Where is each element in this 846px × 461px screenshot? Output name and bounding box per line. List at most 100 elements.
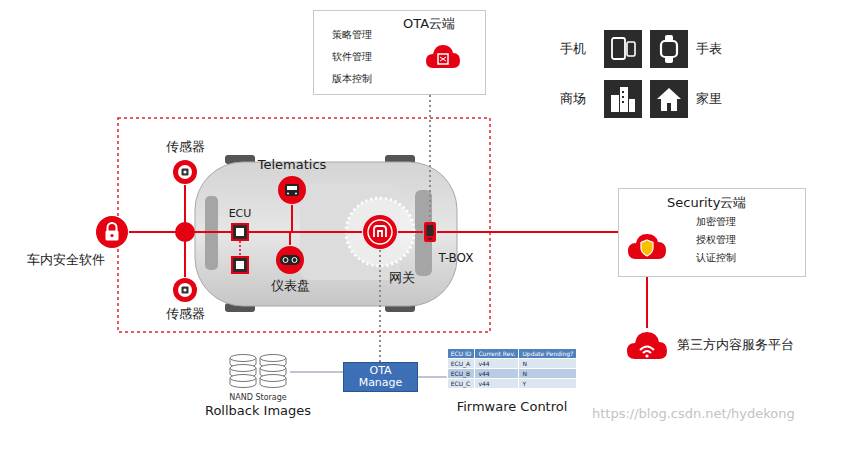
graphic-part — [230, 355, 256, 362]
list-item: 策略管理 — [332, 24, 372, 46]
graphic-part — [627, 332, 667, 359]
graphic-part — [438, 54, 448, 64]
graphic-part — [374, 226, 386, 237]
icon — [627, 231, 667, 261]
graphic-part — [178, 283, 192, 297]
node-label: Rollback Images — [205, 403, 311, 419]
graphic-part — [604, 30, 642, 68]
header-cell: ECU ID — [447, 348, 475, 358]
node-label: Telematics — [258, 157, 327, 173]
node-label: ECU — [229, 207, 252, 220]
table-header-row: ECU IDCurrent Rev.Update Pending? — [447, 348, 577, 358]
place-tile: 家里 — [650, 80, 722, 118]
icon — [277, 175, 307, 205]
panel-body: 加密管理授权管理认证控制 — [619, 213, 795, 267]
place-tile: 商场 — [560, 80, 642, 118]
security-software-node: 车内安全软件 — [27, 215, 129, 268]
ecu-node: ECU — [229, 207, 252, 241]
icon — [423, 221, 437, 243]
graphic-part — [108, 223, 117, 231]
graphic-part — [641, 240, 653, 256]
icon — [226, 352, 290, 392]
graphic-part — [628, 234, 666, 259]
table-text: ECU_B — [451, 370, 471, 377]
graphic-part — [276, 246, 304, 274]
header-cell: Update Pending? — [519, 348, 577, 358]
table-text: N — [522, 370, 527, 377]
list-item: 加密管理 — [696, 213, 736, 231]
graphic-part — [640, 347, 654, 354]
table-text: ECU_C — [451, 380, 471, 387]
firmware-table: ECU IDCurrent Rev.Update Pending? ECU_A v4… — [447, 348, 578, 389]
box-label: OTA Manage — [353, 365, 409, 389]
node-label: 网关 — [389, 270, 415, 286]
device-tile: 手机 — [560, 30, 642, 68]
table-text: v44 — [478, 360, 489, 367]
table-cell: v44 — [475, 358, 519, 368]
graphic-part — [260, 375, 286, 382]
icon — [604, 80, 642, 118]
graphic-part — [440, 57, 446, 61]
table-text: v44 — [478, 380, 489, 387]
graphic-part — [657, 88, 681, 99]
graphic-part — [173, 160, 197, 184]
connector — [418, 377, 447, 378]
connector — [290, 372, 343, 373]
node-label: 传感器 — [166, 306, 205, 322]
list-item: 认证控制 — [696, 249, 736, 267]
icon — [95, 215, 129, 249]
icon — [650, 30, 688, 68]
table-text: Update Pending? — [522, 350, 573, 357]
item-list: 加密管理授权管理认证控制 — [696, 213, 736, 267]
node-label: T-BOX — [438, 251, 473, 265]
graphic-part — [650, 80, 688, 118]
graphic-part — [183, 288, 186, 291]
graphic-part — [106, 231, 119, 241]
table-text: Y — [522, 380, 526, 387]
graphic-part — [292, 258, 297, 263]
device-tile: 手表 — [650, 30, 722, 68]
node-label: 第三方内容服务平台 — [677, 337, 794, 353]
table-cell: ECU_A — [447, 358, 475, 368]
graphic-part — [424, 222, 436, 242]
table-text: ECU_A — [451, 360, 470, 367]
connector — [249, 231, 362, 233]
icon — [604, 30, 642, 68]
gateway-node: 网关 — [362, 214, 398, 286]
graphic-part — [650, 30, 688, 68]
graphic-part — [230, 375, 256, 382]
cloud-panel: Security云端加密管理授权管理认证控制 — [618, 188, 806, 277]
graphic-part — [183, 170, 186, 173]
table-cell: N — [519, 358, 577, 368]
telematics-node: Telematics — [258, 157, 327, 205]
table-text: N — [522, 360, 527, 367]
graphic-part — [285, 184, 299, 196]
table-cell: v44 — [475, 378, 519, 388]
graphic-part — [427, 225, 434, 236]
connector — [185, 185, 231, 232]
node-label: 手机 — [560, 41, 586, 57]
node-label: NAND Storage — [229, 393, 286, 403]
list-item: 授权管理 — [696, 231, 736, 249]
item-list: 策略管理软件管理版本控制 — [314, 11, 372, 94]
table-cell: ECU_B — [447, 368, 475, 378]
car-body — [195, 162, 457, 306]
table-cell: v44 — [475, 368, 519, 378]
sensor-node: 传感器 — [166, 139, 205, 185]
graphic-part — [612, 38, 625, 59]
sensor-node: 传感器 — [166, 277, 205, 322]
storage-node: NAND StorageRollback Images — [205, 352, 311, 418]
process-box: OTA Manage — [343, 362, 418, 392]
list-item: 软件管理 — [332, 46, 372, 68]
icon — [172, 159, 198, 185]
graphic-part — [280, 255, 300, 265]
graphic-part — [627, 42, 635, 56]
node-label: 仪表盘 — [271, 278, 310, 294]
dashboard-node: 仪表盘 — [271, 245, 310, 294]
icon — [362, 214, 398, 250]
icon — [275, 245, 305, 275]
ecu-link — [239, 241, 241, 256]
graphic-part — [283, 258, 288, 263]
platform-node: 第三方内容服务平台 — [625, 328, 794, 362]
